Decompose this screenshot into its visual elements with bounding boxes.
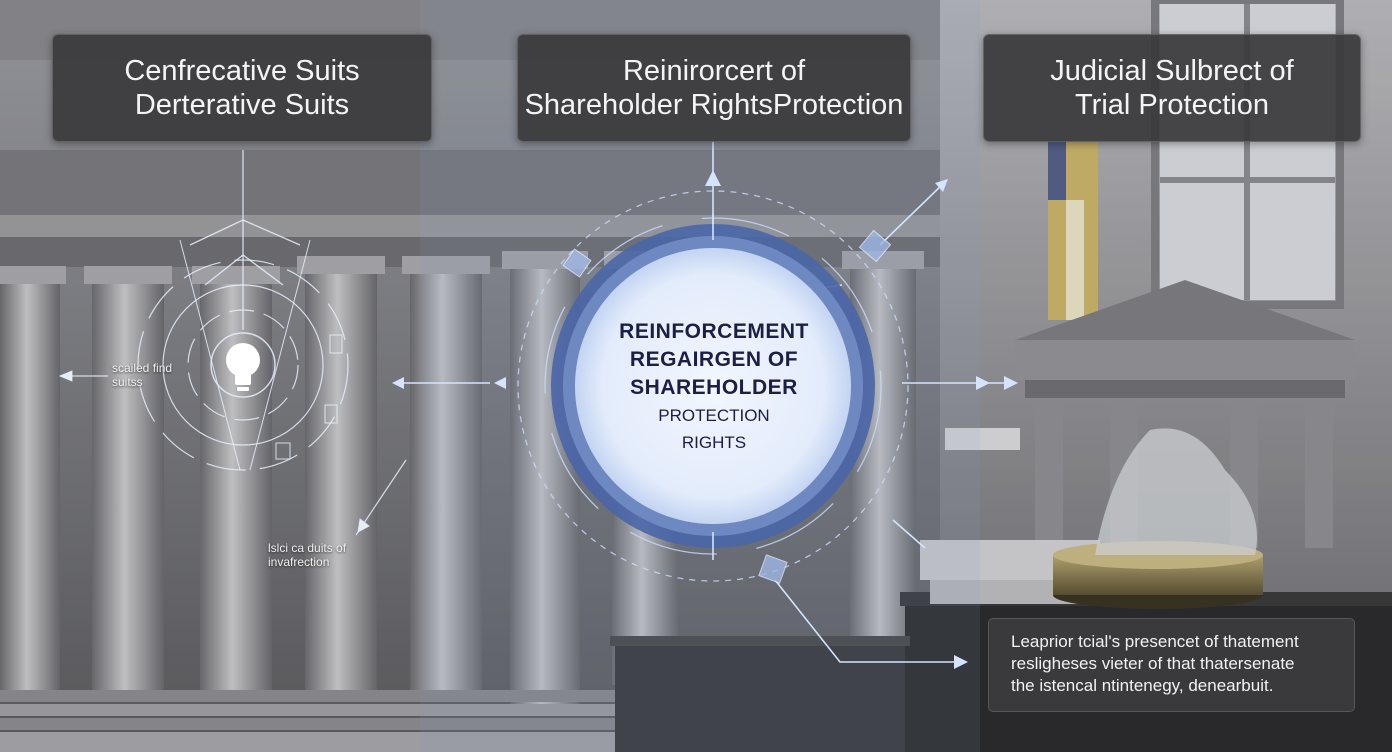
- panel-right-line1: Judicial Sulbrect of: [1050, 55, 1294, 87]
- info-line1: Leaprior tcial's presencet of thatement: [1011, 632, 1299, 651]
- panel-derivative-suits: Cenfrecative Suits Derterative Suits: [52, 34, 432, 142]
- info-line3: the istencal ntintenegy, denearbuit.: [1011, 676, 1274, 695]
- connector-arrows: [392, 140, 1018, 669]
- panel-shareholder-rights: Reinirorcert of Shareholder RightsProtec…: [517, 34, 911, 142]
- panel-right-line2: Trial Protection: [1075, 89, 1269, 121]
- left-label-line2: suitss: [112, 375, 143, 389]
- info-caption-box: Leaprior tcial's presencet of thatement …: [988, 618, 1355, 712]
- center-line4: PROTECTION: [658, 406, 770, 425]
- lightbulb-icon: [226, 343, 260, 391]
- panel-left-line2: Derterative Suits: [134, 89, 350, 121]
- center-line2: REGAIRGEN OF: [629, 348, 799, 371]
- panel-mid-line2: Shareholder RightsProtection: [524, 89, 904, 121]
- panel-mid-line1: Reinirorcert of: [622, 55, 806, 87]
- left-label-line1: scailed find: [112, 361, 173, 375]
- panel-judicial-protection: Judicial Sulbrect of Trial Protection: [983, 34, 1361, 142]
- center-line3: SHAREHOLDER: [630, 376, 798, 399]
- info-line2: resligheses vieter of that thatersenate: [1011, 654, 1295, 673]
- center-line5: RIGHTS: [681, 433, 747, 452]
- left-radar-graphic: [58, 150, 407, 536]
- bottom-label-line2: invafrection: [268, 555, 330, 569]
- bottom-graphic-label: lslci ca duits of invafrection: [268, 541, 346, 569]
- bottom-label-line1: lslci ca duits of: [268, 541, 347, 555]
- center-line1: REINFORCEMENT: [619, 320, 809, 343]
- left-graphic-label: scailed find suitss: [112, 361, 172, 389]
- panel-left-line1: Cenfrecative Suits: [124, 55, 360, 87]
- center-circle-text: REINFORCEMENT REGAIRGEN OF SHAREHOLDER P…: [576, 318, 852, 456]
